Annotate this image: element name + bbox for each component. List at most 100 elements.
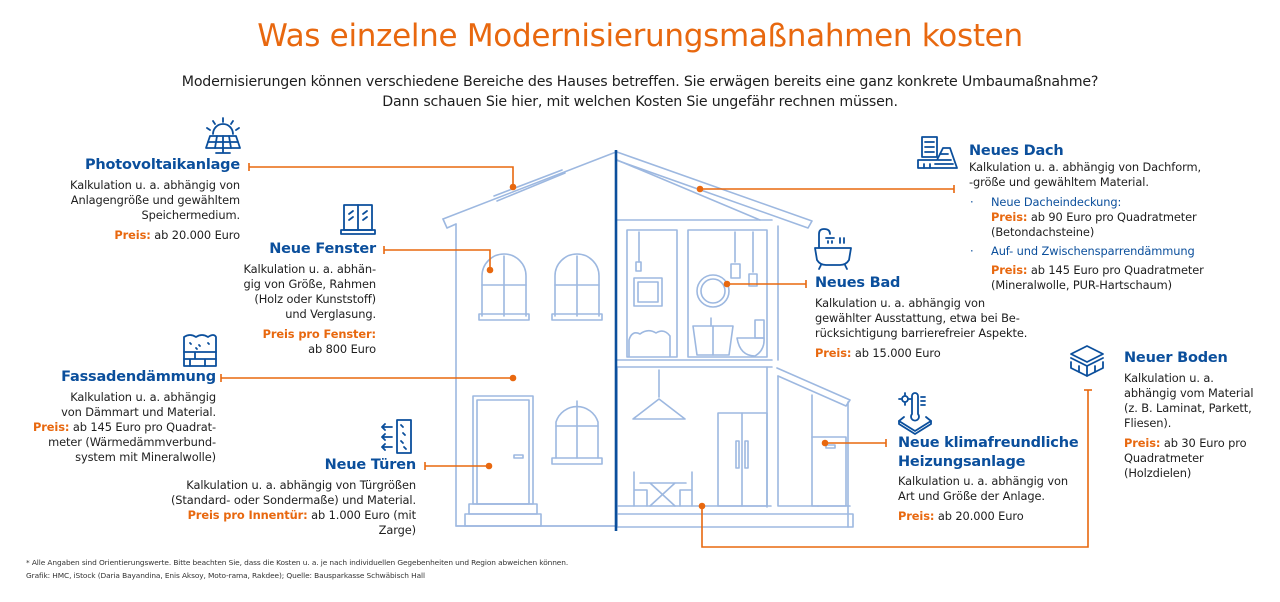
bad-price: Preis: ab 15.000 Euro — [815, 346, 1045, 361]
dach-block: Neues Dach Kalkulation u. a. abhängig vo… — [969, 143, 1239, 293]
text-line: Art und Größe der Anlage. — [898, 489, 1045, 503]
heading-line: Heizungsanlage — [898, 454, 1026, 470]
fassade-price: Preis: ab 145 Euro pro Quadrat- — [20, 420, 216, 435]
text-line: Fliesen). — [1124, 416, 1172, 430]
text-line: system mit Mineralwolle) — [75, 450, 216, 464]
dach-heading: Neues Dach — [969, 143, 1064, 159]
price-value: ab 30 Euro pro — [1160, 436, 1247, 450]
price-label: Preis: — [991, 210, 1028, 224]
subtitle-line-2: Dann schauen Sie hier, mit welchen Koste… — [382, 94, 898, 110]
price-label: Preis pro Innentür: — [187, 508, 308, 522]
price-value: ab 145 Euro pro Quadratmeter — [1027, 263, 1204, 277]
heizung-block: Neue klimafreundliche Heizungsanlage Kal… — [898, 434, 1118, 524]
text-line: Quadratmeter — [1124, 451, 1204, 465]
text-line: Kalkulation u. a. — [1124, 371, 1214, 385]
page-title: Was einzelne Modernisierungsmaßnahmen ko… — [257, 18, 1023, 54]
text-line: -größe und gewähltem Material. — [969, 175, 1149, 189]
text-line: (Standard- oder Sondermaße) und Material… — [170, 493, 416, 507]
brick-wall-insulation-icon — [183, 334, 217, 367]
price-note: (Mineralwolle, PUR-Hartschaum) — [991, 278, 1172, 292]
credits: Grafik: HMC, iStock (Daria Bayandina, En… — [26, 571, 425, 580]
photovoltaik-description: Kalkulation u. a. abhängig von Anlagengr… — [60, 178, 240, 223]
bullet-label: Auf- und Zwischensparrendämmung — [991, 244, 1195, 258]
price-value: ab 800 Euro — [308, 342, 376, 356]
photovoltaik-block: Photovoltaikanlage Kalkulation u. a. abh… — [60, 157, 240, 243]
window-upper-left — [478, 253, 530, 321]
price-label: Preis: — [991, 263, 1028, 277]
fenster-heading: Neue Fenster — [269, 241, 376, 257]
heizung-description: Kalkulation u. a. abhängig von Art und G… — [898, 474, 1118, 504]
price-value: ab 20.000 Euro — [934, 509, 1024, 523]
footnote: * Alle Angaben sind Orientierungswerte. … — [26, 558, 569, 567]
floor-layers-icon — [1070, 345, 1104, 377]
bathtub-icon — [814, 228, 852, 270]
text-line: Kalkulation u. a. abhängig von — [898, 474, 1068, 488]
text-line: Kalkulation u. a. abhängig — [70, 390, 216, 404]
fenster-description: Kalkulation u. a. abhän- gig von Größe, … — [220, 262, 376, 322]
text-line: Speichermedium. — [141, 208, 240, 222]
fassade-block: Fassadendämmung Kalkulation u. a. abhäng… — [20, 369, 216, 465]
bad-block: Neues Bad Kalkulation u. a. abhängig von… — [815, 275, 1045, 361]
window-upper-right — [551, 253, 603, 321]
text-line: gig von Größe, Rahmen — [243, 277, 376, 291]
price-label: Preis pro Fenster: — [262, 327, 376, 341]
tueren-price: Preis pro Innentür: ab 1.000 Euro (mit Z… — [160, 508, 417, 538]
text-line: Anlagengröße und gewähltem — [70, 193, 240, 207]
heizung-price: Preis: ab 20.000 Euro — [898, 509, 1118, 524]
price-value: ab 145 Euro pro Quadrat- — [69, 420, 216, 434]
price-value: ab 1.000 Euro (mit Zarge) — [307, 508, 416, 537]
price-label: Preis: — [815, 346, 852, 360]
price-value: ab 20.000 Euro — [150, 228, 240, 242]
price-label: Preis: — [898, 509, 935, 523]
text-line: Kalkulation u. a. abhängig von — [70, 178, 240, 192]
tueren-block: Neue Türen Kalkulation u. a. abhängig vo… — [160, 457, 416, 538]
bullet-label: Neue Dacheindeckung: — [991, 195, 1122, 209]
text-line: rücksichtigung barrierefreier Aspekte. — [815, 326, 1028, 340]
text-line: Kalkulation u. a. abhängig von Dachform, — [969, 160, 1201, 174]
text-line: (Holz oder Kunststoff) — [254, 292, 376, 306]
text-line: Kalkulation u. a. abhängig von Türgrößen — [186, 478, 416, 492]
window-icon — [340, 204, 376, 235]
bad-description: Kalkulation u. a. abhängig von gewählter… — [815, 296, 1045, 341]
text-line: und Verglasung. — [285, 307, 376, 321]
bullet-icon: · — [970, 244, 974, 258]
door-insulation-icon — [381, 419, 412, 454]
price-note: (Betondachsteine) — [991, 225, 1095, 239]
dach-description: Kalkulation u. a. abhängig von Dachform,… — [969, 160, 1239, 190]
price-label: Preis: — [1124, 436, 1161, 450]
fenster-block: Neue Fenster Kalkulation u. a. abhän- gi… — [220, 241, 376, 357]
boden-price: Preis: ab 30 Euro pro Quadratmeter (Holz… — [1124, 436, 1274, 481]
heating-thermostat-icon — [898, 392, 932, 435]
text-line: abhängig vom Material — [1124, 386, 1254, 400]
tueren-heading: Neue Türen — [324, 457, 417, 473]
heading-line: Neue klimafreundliche — [898, 435, 1079, 451]
price-label: Preis: — [33, 420, 70, 434]
price-value: ab 15.000 Euro — [851, 346, 941, 360]
text-line: Kalkulation u. a. abhängig von — [815, 296, 985, 310]
text-line: von Dämmart und Material. — [61, 405, 216, 419]
dach-bullet-1: · Neue Dacheindeckung: Preis: ab 90 Euro… — [969, 195, 1239, 240]
connector-lines — [220, 163, 1092, 548]
bullet-icon: · — [970, 195, 974, 209]
text-line: (z. B. Laminat, Parkett, — [1124, 401, 1252, 415]
subtitle: Modernisierungen können verschiedene Ber… — [0, 72, 1280, 112]
fassade-heading: Fassadendämmung — [61, 369, 216, 385]
price-value: ab 90 Euro pro Quadratmeter — [1027, 210, 1197, 224]
tueren-description: Kalkulation u. a. abhängig von Türgrößen… — [160, 478, 416, 538]
heizung-heading: Neue klimafreundliche Heizungsanlage — [898, 434, 1118, 472]
boden-description: Kalkulation u. a. abhängig vom Material … — [1124, 371, 1274, 431]
solar-panel-icon — [205, 117, 241, 154]
text-line: gewählter Ausstattung, etwa bei Be- — [815, 311, 1020, 325]
text-line: meter (Wärmedämmverbund- — [48, 435, 216, 449]
fenster-price: Preis pro Fenster: ab 800 Euro — [220, 327, 376, 357]
roof-insulation-icon — [917, 136, 958, 169]
text-line: Kalkulation u. a. abhän- — [243, 262, 377, 276]
price-label: Preis: — [114, 228, 151, 242]
fassade-description: Kalkulation u. a. abhängig von Dämmart u… — [20, 390, 216, 465]
photovoltaik-heading: Photovoltaikanlage — [85, 157, 240, 173]
dach-bullet-2: · Auf- und Zwischensparrendämmung Preis:… — [969, 244, 1239, 293]
subtitle-line-1: Modernisierungen können verschiedene Ber… — [181, 74, 1099, 90]
boden-heading: Neuer Boden — [1124, 350, 1228, 366]
photovoltaik-price: Preis: ab 20.000 Euro — [60, 228, 240, 243]
